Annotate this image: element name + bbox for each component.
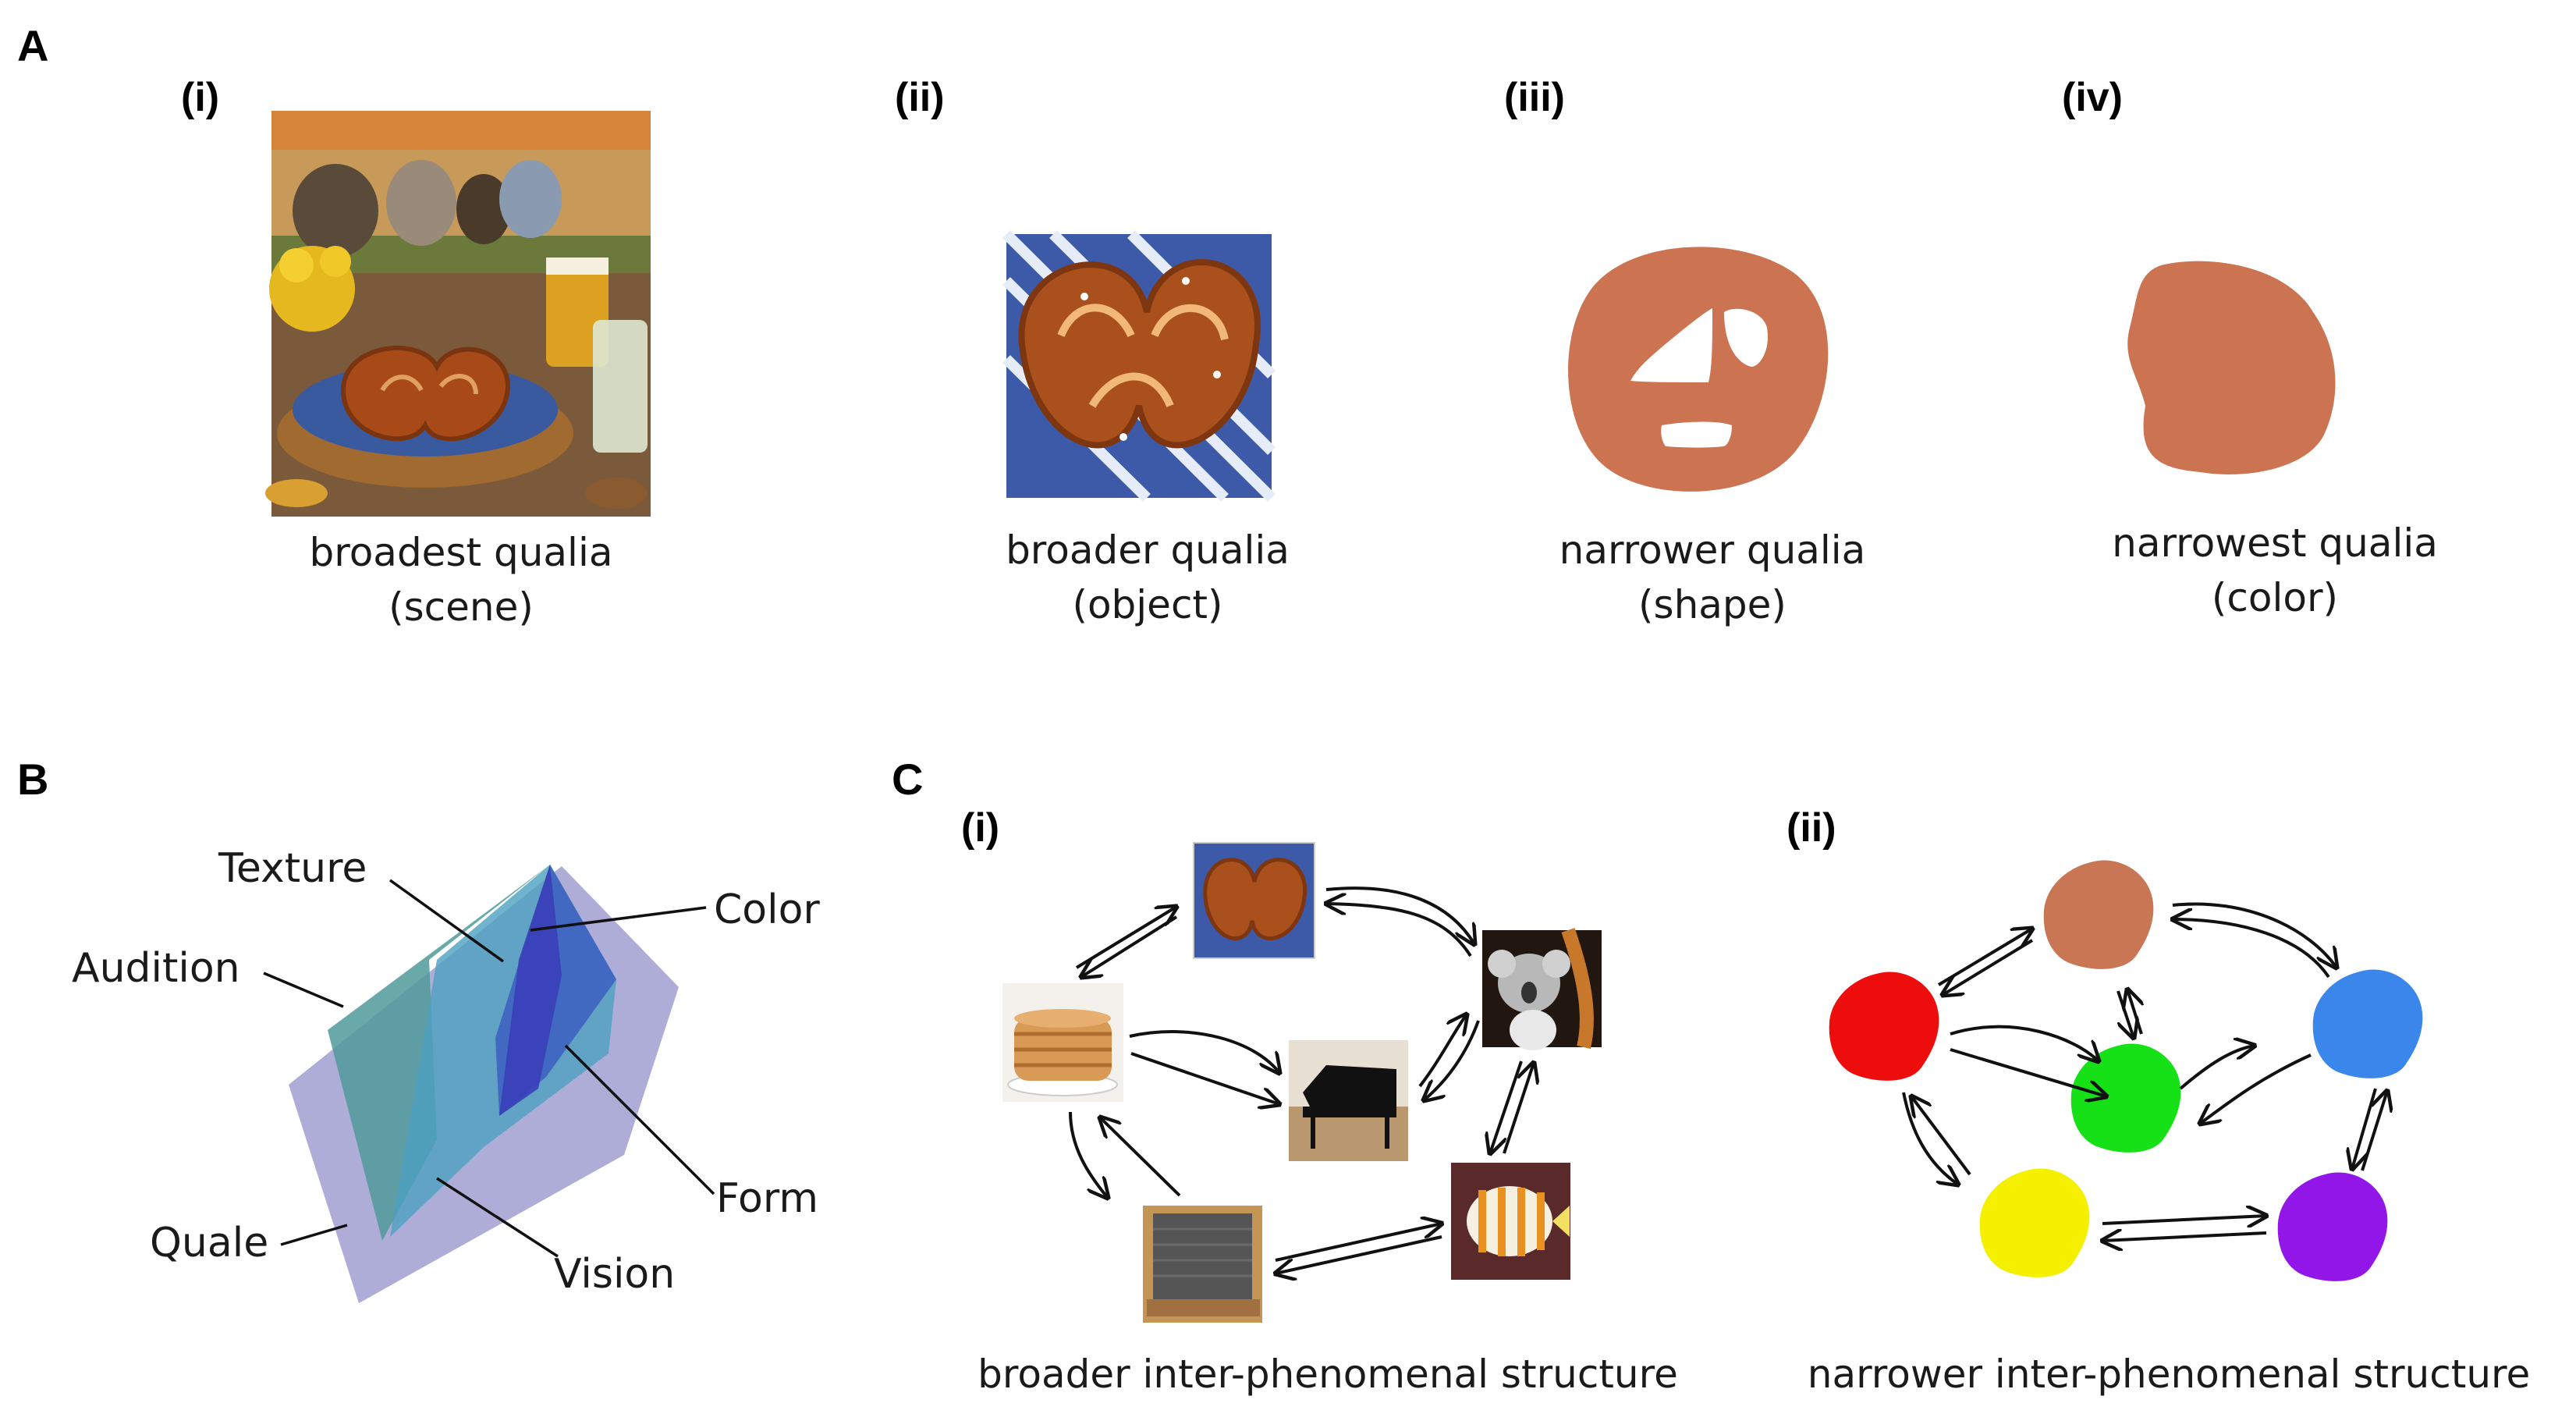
- thumb-piano: [1289, 1040, 1408, 1161]
- audition-region: [328, 865, 550, 1241]
- panel-a-caption-iv-line2: (color): [2212, 575, 2338, 620]
- panel-c-letter: C: [892, 755, 923, 804]
- panel-a: A (i) broadest qualia (scene): [17, 21, 2438, 630]
- panel-c: C (i): [892, 755, 2530, 1397]
- panel-a-caption-iii-line1: narrower qualia: [1559, 528, 1866, 573]
- panel-a-caption-iv-line1: narrowest qualia: [2112, 520, 2438, 566]
- blob-brown: [2043, 860, 2154, 969]
- thumb-pretzel: [1193, 842, 1315, 959]
- color-blob: [2127, 261, 2336, 474]
- thumb-koala: [1482, 928, 1602, 1050]
- panel-c-ii-arrows: [1902, 902, 2387, 1241]
- pretzel-shape-silhouette: [1568, 247, 1829, 492]
- panel-c-sub-ii: (ii): [1787, 805, 1836, 851]
- label-quale: Quale: [150, 1220, 268, 1266]
- panel-c-i-arrows: [1069, 886, 1534, 1274]
- panel-c-caption-ii: narrower inter-phenomenal structure: [1808, 1352, 2530, 1397]
- panel-a-sub-iii: (iii): [1504, 75, 1565, 120]
- panel-a-letter: A: [17, 21, 48, 70]
- label-vision: Vision: [554, 1251, 675, 1298]
- label-texture: Texture: [218, 845, 367, 892]
- blob-yellow: [1979, 1168, 2090, 1277]
- panel-c-caption-i: broader inter-phenomenal structure: [978, 1352, 1678, 1397]
- blob-red: [1829, 972, 1939, 1081]
- panel-a-caption-i-line2: (scene): [389, 584, 534, 630]
- panel-b: B Texture Color Audition Form Quale Visi…: [17, 755, 820, 1303]
- thumb-fish: [1451, 1163, 1570, 1280]
- pretzel-object-image: [1002, 230, 1276, 502]
- blob-blue: [2312, 969, 2423, 1078]
- panel-a-caption-ii-line2: (object): [1072, 582, 1222, 627]
- blob-green: [2070, 1043, 2181, 1153]
- panel-a-sub-i: (i): [181, 75, 219, 120]
- panel-b-leader-lines: [263, 879, 715, 1258]
- panel-a-caption-i-line1: broadest qualia: [310, 530, 613, 575]
- thumb-pancakes: [1002, 983, 1123, 1102]
- panel-c-sub-i: (i): [961, 805, 999, 851]
- blob-purple: [2277, 1172, 2388, 1281]
- panel-a-caption-iii-line2: (shape): [1638, 582, 1787, 627]
- scene-image: [265, 111, 651, 517]
- thumb-mat: [1143, 1206, 1262, 1323]
- panel-a-sub-iv: (iv): [2062, 75, 2123, 120]
- label-audition: Audition: [72, 945, 240, 992]
- panel-a-sub-ii: (ii): [895, 75, 945, 120]
- panel-b-letter: B: [17, 755, 48, 804]
- panel-a-caption-ii-line1: broader qualia: [1006, 528, 1290, 573]
- label-color: Color: [714, 886, 820, 933]
- label-form: Form: [716, 1175, 818, 1222]
